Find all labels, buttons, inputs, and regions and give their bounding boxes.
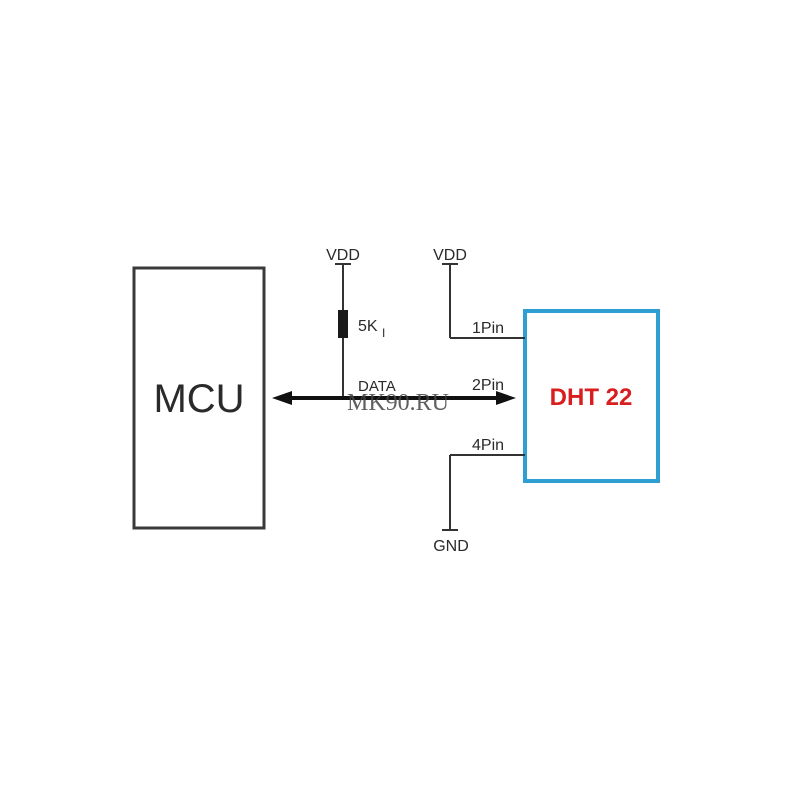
mcu-label: MCU [153, 377, 244, 421]
vdd-right-label: VDD [433, 247, 467, 264]
resistor-label: 5K [358, 318, 378, 335]
dht22-label: DHT 22 [550, 384, 633, 411]
pullup-resistor [338, 310, 348, 338]
pin2-label: 2Pin [472, 377, 504, 394]
dht22-box [523, 309, 660, 483]
gnd-label: GND [433, 538, 469, 555]
watermark-text: MK90.RU [347, 390, 449, 416]
pin4-label: 4Pin [472, 437, 504, 454]
resistor-cursor-glyph: I [382, 326, 385, 340]
vdd-left-label: VDD [326, 247, 360, 264]
pin1-label: 1Pin [472, 320, 504, 337]
data-bus-left-arrow [272, 391, 292, 405]
data-label: DATA [358, 378, 396, 395]
mcu-box [132, 266, 266, 530]
data-bus-right-arrow [496, 391, 516, 405]
